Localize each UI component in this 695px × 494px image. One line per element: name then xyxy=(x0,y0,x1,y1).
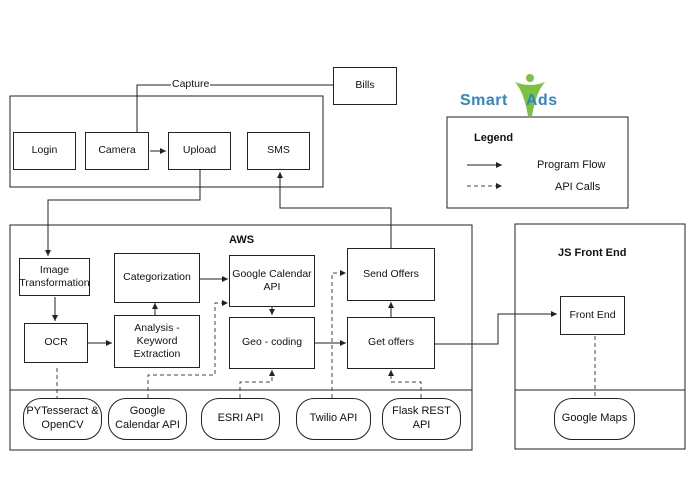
bills-node: Bills xyxy=(333,67,397,105)
google-maps-api: Google Maps xyxy=(554,398,635,440)
capture-label: Capture xyxy=(171,78,211,90)
analysis-keyword-extraction-node: Analysis -Keyword Extraction xyxy=(114,315,200,368)
flask-rest-api: Flask REST API xyxy=(382,398,461,440)
legend-box xyxy=(446,116,629,209)
google-calendar-api: Google Calendar API xyxy=(108,398,187,440)
legend-api-calls-label: API Calls xyxy=(555,181,601,193)
aws-section-title: AWS xyxy=(229,234,255,246)
mobile-app-container xyxy=(9,95,324,188)
categorization-node: Categorization xyxy=(114,253,200,303)
camera-node: Camera xyxy=(85,132,149,170)
smartads-logo xyxy=(515,74,545,116)
aws-container xyxy=(9,224,473,451)
send-offers-node: Send Offers xyxy=(347,248,435,301)
google-calendar-api-node: Google Calendar API xyxy=(229,255,315,307)
calendar-api-call xyxy=(147,300,228,398)
get-offers-node: Get offers xyxy=(347,317,435,369)
upload-node: Upload xyxy=(168,132,231,170)
upload-transform-arrow xyxy=(45,170,201,256)
esri-api: ESRI API xyxy=(201,398,280,440)
getoffers-frontend-arrow xyxy=(435,311,557,345)
front-end-node: Front End xyxy=(560,296,625,335)
pytesseract-api: PYTesseract & OpenCV xyxy=(23,398,102,440)
legend-title: Legend xyxy=(474,132,514,144)
image-transformation-node: Image Transformation xyxy=(19,258,90,296)
esri-api-call xyxy=(239,370,275,398)
ocr-node: OCR xyxy=(24,323,88,363)
js-front-end-container xyxy=(514,223,686,450)
legend-program-flow-label: Program Flow xyxy=(537,159,606,171)
twilio-api-call xyxy=(331,270,346,398)
geo-coding-node: Geo - coding xyxy=(229,317,315,369)
sendoffers-sms-arrow xyxy=(277,172,392,248)
sms-node: SMS xyxy=(247,132,310,170)
js-front-end-title: JS Front End xyxy=(558,247,627,259)
flask-api-call xyxy=(388,370,422,398)
twilio-api: Twilio API xyxy=(296,398,371,440)
login-node: Login xyxy=(13,132,76,170)
